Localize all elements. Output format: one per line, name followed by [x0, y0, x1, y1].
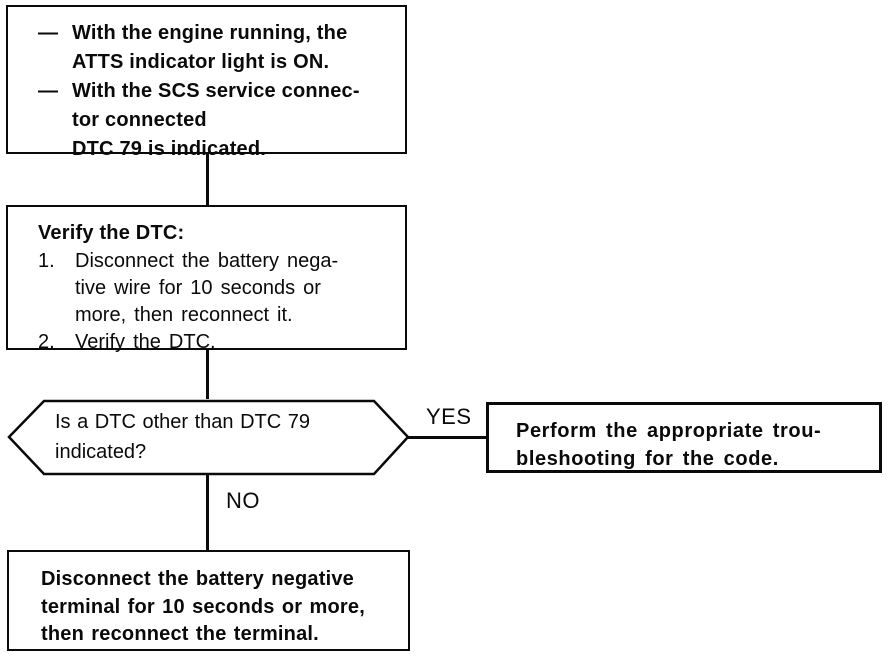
verify-step: 2. Verify the DTC. — [38, 329, 399, 356]
disconnect-battery-box: Disconnect the battery negative terminal… — [7, 550, 410, 651]
verify-dtc-heading: Verify the DTC: — [38, 222, 185, 244]
verify-step: 1. Disconnect the battery nega- tive wir… — [38, 248, 399, 329]
yes-branch-label: YES — [426, 404, 472, 429]
verify-dtc-box: Verify the DTC: 1. Disconnect the batter… — [6, 205, 407, 353]
symptom-item-text: With the SCS service connec- tor connect… — [72, 80, 360, 160]
symptom-item: — With the engine running, the ATTS indi… — [38, 19, 397, 77]
connector-decision-to-yes-box — [408, 436, 487, 439]
perform-troubleshooting-text: Perform the appropriate trou- bleshootin… — [516, 420, 822, 470]
connector-symptom-to-verify — [206, 152, 209, 206]
decision-question-text: Is a DTC other than DTC 79 indicated? — [55, 411, 310, 463]
no-branch-label: NO — [226, 488, 260, 513]
verify-step-text: Disconnect the battery nega- tive wire f… — [75, 250, 339, 326]
decision-hexagon: Is a DTC other than DTC 79 indicated? — [6, 397, 412, 477]
dash-marker: — — [38, 80, 59, 102]
symptom-box: — With the engine running, the ATTS indi… — [6, 5, 407, 160]
step-number: 2. — [38, 331, 55, 353]
disconnect-battery-text: Disconnect the battery negative terminal… — [41, 568, 365, 645]
perform-troubleshooting-box: Perform the appropriate trou- bleshootin… — [486, 402, 882, 473]
connector-verify-to-decision — [206, 348, 209, 399]
dash-marker: — — [38, 22, 59, 44]
verify-step-text: Verify the DTC. — [75, 331, 216, 353]
step-number: 1. — [38, 250, 55, 272]
symptom-item-text: With the engine running, the ATTS indica… — [72, 22, 348, 73]
symptom-item: — With the SCS service connec- tor conne… — [38, 77, 397, 164]
connector-decision-to-no-box — [206, 474, 209, 551]
